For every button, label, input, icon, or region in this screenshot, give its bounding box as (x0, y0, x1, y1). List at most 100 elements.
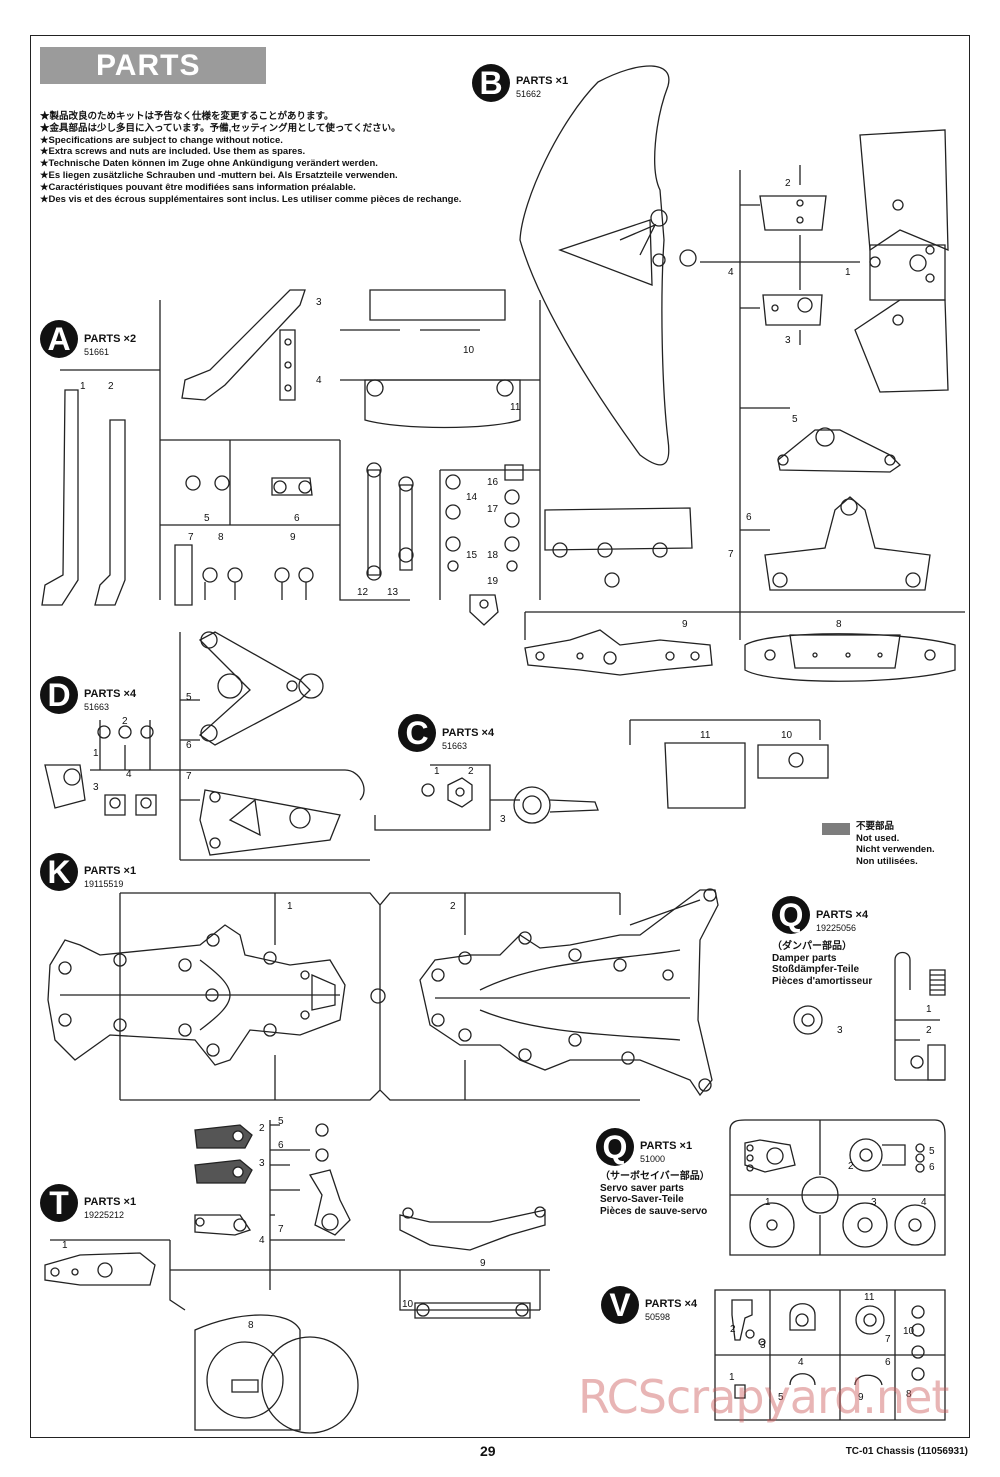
q-servo-parts (744, 1138, 936, 1248)
note-line: ★Specifications are subject to change wi… (40, 134, 283, 146)
note-line: ★Des vis et des écrous supplémentaires s… (40, 193, 462, 205)
num-label: 7 (186, 771, 192, 782)
num-label: 5 (929, 1146, 935, 1157)
c-parts (421, 777, 599, 824)
page-frame (30, 35, 970, 1438)
k-chassis-left (47, 924, 346, 1066)
badge-b: B (472, 64, 510, 102)
num-label: 9 (682, 619, 688, 630)
part-code: 19225056 (816, 923, 857, 933)
note-line: Pièces d'amortisseur (772, 975, 873, 987)
part-code: 51662 (516, 89, 542, 99)
num-label: 4 (316, 375, 322, 386)
note-line: （ダンパー部品） (772, 941, 852, 952)
part-code: 51663 (84, 702, 110, 712)
part-code: 51661 (84, 347, 110, 357)
parts-qty: PARTS ×1 (84, 1196, 137, 1208)
num-label: 1 (434, 766, 440, 777)
not-used-swatch (822, 823, 850, 835)
badge-c: C (398, 714, 436, 752)
note-line: Pièces de sauve-servo (600, 1205, 708, 1217)
parts-qty: PARTS ×4 (84, 688, 137, 700)
page-number: 29 (480, 1443, 496, 1459)
num-label: 14 (466, 492, 478, 503)
note-line: Damper parts (772, 952, 837, 964)
note-line: Servo-Saver-Teile (600, 1194, 684, 1205)
num-label: 11 (864, 1292, 875, 1303)
num-label: 4 (728, 267, 734, 278)
badge-k: K (40, 853, 78, 891)
num-label: 2 (848, 1161, 854, 1172)
parts-qty: PARTS ×2 (84, 333, 137, 345)
num-label: 12 (357, 587, 369, 598)
num-label: 11 (700, 730, 711, 741)
num-label: 2 (122, 716, 128, 727)
badge-t: T (40, 1184, 78, 1222)
legend-line: Non utilisées. (856, 855, 918, 867)
num-label: 1 (62, 1240, 68, 1251)
num-label: 7 (885, 1334, 891, 1345)
k-chassis-right (419, 888, 719, 1097)
num-label: 11 (510, 402, 521, 413)
note-line: （サーボセイバー部品） (600, 1171, 710, 1182)
parts-qty: PARTS ×4 (816, 909, 869, 921)
t-runners (50, 1120, 550, 1311)
note-line: ★Technische Daten können im Zuge ohne An… (40, 158, 378, 170)
num-label: 6 (885, 1357, 891, 1368)
num-label: 2 (730, 1324, 736, 1335)
num-label: 8 (248, 1320, 254, 1331)
badge-d: D (40, 676, 78, 714)
num-label: 5 (186, 692, 192, 703)
num-label: 2 (259, 1123, 265, 1134)
not-used-legend: 不要部品 Not used. Nicht verwenden. Non util… (822, 821, 935, 867)
num-label: 2 (450, 901, 456, 912)
legend-line: Not used. (856, 832, 900, 844)
parts-qty: PARTS ×4 (442, 727, 495, 739)
num-label: 1 (845, 267, 851, 278)
parts-qty: PARTS ×4 (645, 1298, 698, 1310)
b-runners (524, 165, 965, 745)
num-label: 6 (186, 740, 192, 751)
num-label: 2 (108, 381, 114, 392)
num-label: 1 (729, 1372, 735, 1383)
note-line: Stoßdämpfer-Teile (772, 964, 860, 975)
part-code: 19225212 (84, 1210, 125, 1220)
legend-line: 不要部品 (856, 821, 895, 832)
num-label: 3 (93, 782, 99, 793)
num-label: 4 (798, 1357, 804, 1368)
num-label: 5 (204, 513, 210, 524)
q-damper-parts (793, 969, 946, 1081)
num-label: 6 (746, 512, 752, 523)
part-code: 51663 (442, 741, 468, 751)
num-label: 3 (316, 297, 322, 308)
num-label: 3 (500, 814, 506, 825)
num-label: 3 (785, 335, 791, 346)
num-label: 3 (837, 1025, 843, 1036)
num-label: 15 (466, 550, 478, 561)
num-label: 7 (188, 532, 194, 543)
badge-q-damper: Q (772, 896, 810, 934)
damper-note: （ダンパー部品） Damper parts Stoßdämpfer-Teile … (772, 941, 872, 987)
a-parts (41, 289, 524, 626)
num-label: 6 (278, 1140, 284, 1151)
t-parts (44, 1123, 546, 1434)
num-label: 4 (921, 1197, 927, 1208)
num-label: 9 (858, 1392, 864, 1403)
part-code: 50598 (645, 1312, 671, 1322)
label-parts-c: PARTS ×4 51663 (442, 727, 494, 753)
num-label: 2 (926, 1025, 932, 1036)
note-line: ★金具部品は少し多目に入っています。予備,セッティング用として使ってください。 (40, 122, 401, 134)
num-label: 5 (792, 414, 798, 425)
b-parts (524, 129, 956, 809)
q-damper-runners (894, 951, 945, 1081)
num-label: 8 (906, 1389, 912, 1400)
label-parts-d: PARTS ×4 51663 (84, 688, 136, 714)
num-label: 2 (468, 766, 474, 777)
note-line: Servo saver parts (600, 1182, 684, 1194)
a-runners (60, 300, 541, 601)
k-runners (119, 892, 640, 1101)
d-runners (90, 632, 370, 861)
